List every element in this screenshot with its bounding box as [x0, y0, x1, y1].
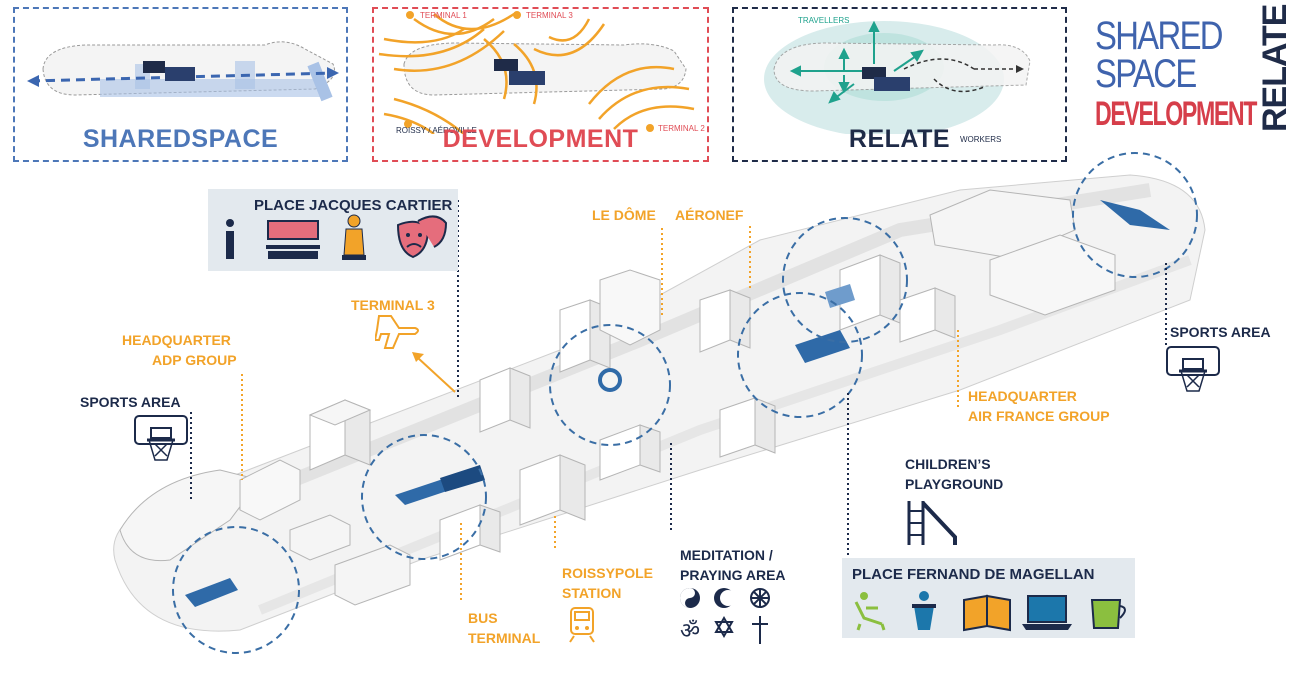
label-hq-adp-line1: HEADQUARTER [122, 331, 231, 350]
theatre-masks-icon [398, 216, 446, 257]
om-icon: ॐ [680, 619, 700, 644]
label-meditation-line1: MEDITATION / [680, 546, 773, 565]
religion-icons: ॐ [678, 586, 778, 646]
jacques-cartier-icons [208, 189, 458, 271]
cinema-icon [266, 221, 320, 259]
fernand-icons [842, 558, 1135, 638]
label-children-line2: PLAYGROUND [905, 475, 1003, 494]
lounge-chair-icon [856, 592, 884, 630]
label-roissypole-line1: ROISSYPOLE [562, 564, 653, 583]
label-sports-area-right: SPORTS AREA [1170, 323, 1271, 342]
basketball-hoop-icon-right [1165, 345, 1221, 393]
label-bus-line2: TERMINAL [468, 629, 540, 648]
info-icon [226, 219, 234, 259]
label-meditation-line2: PRAYING AREA [680, 566, 786, 585]
label-hq-airfrance-line2: AIR FRANCE GROUP [968, 407, 1110, 426]
label-sports-area-left: SPORTS AREA [80, 393, 181, 412]
svg-text:ॐ: ॐ [680, 619, 700, 644]
label-children-line1: CHILDREN’S [905, 455, 991, 474]
label-le-dome: LE DÔME [592, 206, 656, 225]
star-of-david-icon [716, 618, 732, 636]
cross-icon [752, 616, 768, 644]
basketball-hoop-icon-left [133, 414, 189, 462]
speaker-podium-icon [912, 591, 936, 630]
statue-icon [342, 215, 366, 260]
dharma-wheel-icon [751, 589, 769, 607]
label-hq-airfrance-line1: HEADQUARTER [968, 387, 1077, 406]
place-jacques-cartier-box: PLACE JACQUES CARTIER [208, 189, 458, 271]
label-roissypole-line2: STATION [562, 584, 621, 603]
yin-yang-icon [680, 588, 700, 608]
label-hq-adp-line2: ADP GROUP [152, 351, 237, 370]
crescent-star-icon [714, 588, 736, 608]
open-book-icon [964, 596, 1010, 630]
laptop-icon [1022, 596, 1072, 630]
label-aeronef: AÉRONEF [675, 206, 743, 225]
place-fernand-box: PLACE FERNAND DE MAGELLAN [842, 558, 1135, 638]
train-icon [568, 606, 596, 644]
coffee-cup-icon [1092, 600, 1125, 628]
airplane-icon [375, 312, 423, 356]
slide-icon [903, 495, 963, 547]
label-bus-line1: BUS [468, 609, 498, 628]
